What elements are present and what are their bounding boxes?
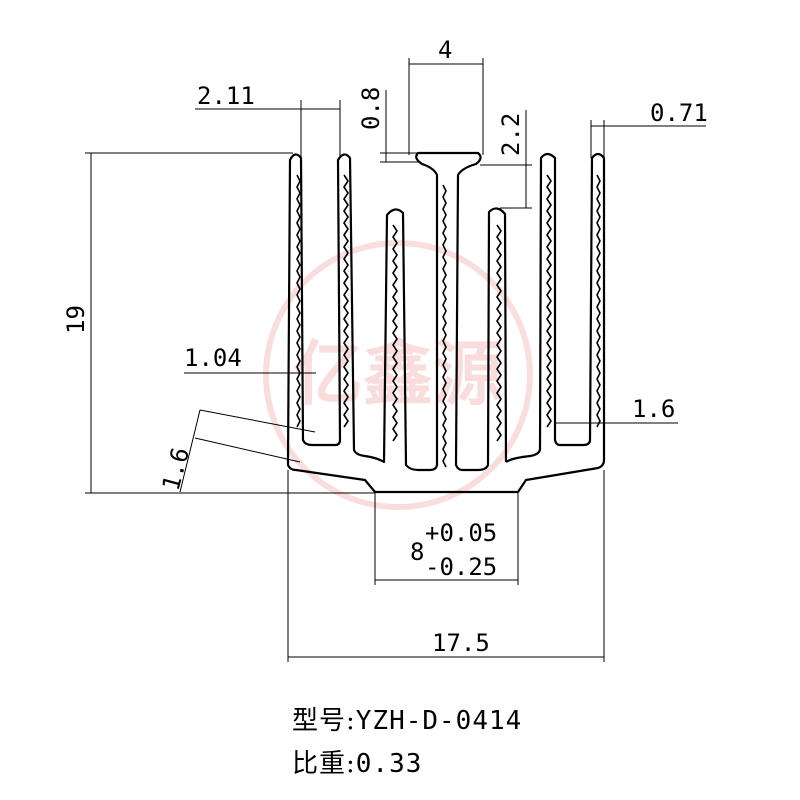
dim-base-thickness-left: 1.6 [157,444,195,493]
watermark: 亿鑫源 [263,240,533,510]
dim-tab-to-fin-gap: 2.2 [497,113,525,156]
base-plate [286,459,606,494]
dim-base-step-tol-lower: -0.25 [425,553,497,581]
dim-base-thickness-right: 1.6 [632,395,675,423]
dim-overall-width: 17.5 [432,629,490,657]
fin-outer-left [286,153,366,461]
fin-right [505,152,606,463]
model-value: YZH-D-0414 [355,706,523,736]
dim-height: 19 [62,305,90,334]
dimension-lines [85,58,706,662]
density-label: 比重: [292,749,356,779]
heatsink-outline [286,151,606,494]
density-value: 0.33 [355,749,423,779]
fin-serrations [296,174,601,468]
dim-tab-thickness: 0.8 [357,87,385,130]
dim-top-tab-width: 4 [438,36,452,64]
watermark-text: 亿鑫源 [293,333,503,415]
dim-left-fin-pitch: 2.11 [197,82,255,110]
density-caption: 比重:0.33 [292,743,422,780]
dim-base-step-nominal: 8 [410,538,424,566]
model-caption: 型号:YZH-D-0414 [292,700,522,737]
model-label: 型号: [292,706,356,736]
watermark-ring [263,240,533,510]
dim-right-fin-thickness: 0.71 [650,99,708,127]
dim-fin-thickness: 1.04 [184,344,242,372]
dim-base-step-tol-upper: +0.05 [425,519,497,547]
fin-left-inner [364,151,508,472]
